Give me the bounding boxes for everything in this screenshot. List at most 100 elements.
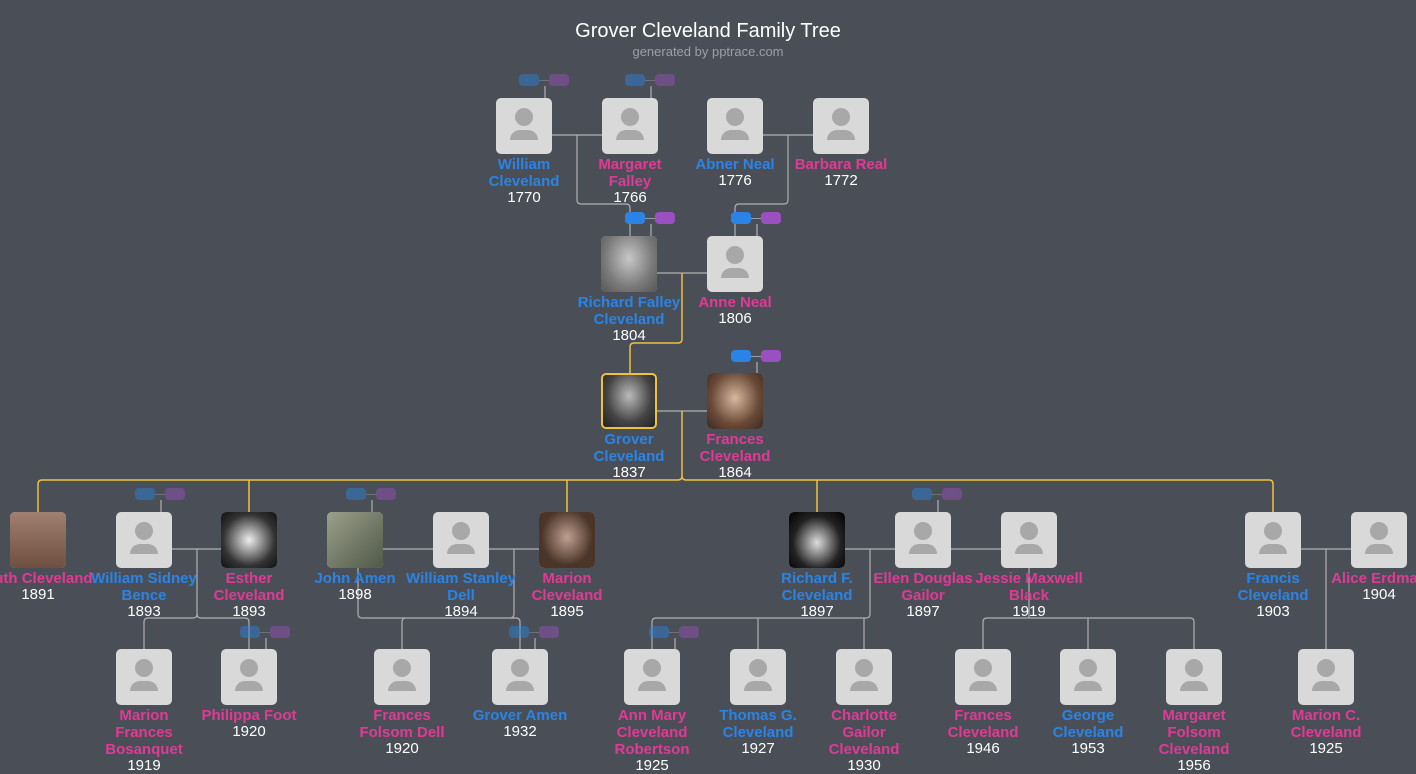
mother-badge-button[interactable] [655,74,675,86]
person-name[interactable]: Thomas G. Cleveland [719,707,797,741]
father-badge-button[interactable] [346,488,366,500]
mother-badge-button[interactable] [539,626,559,638]
person-name[interactable]: Frances Folsom Dell [359,707,445,741]
father-badge-button[interactable] [625,74,645,86]
father-badge-button[interactable] [731,212,751,224]
person-name[interactable]: Ann Mary Cleveland Robertson [614,707,690,758]
person-name[interactable]: Philippa Foot [201,707,297,724]
person-name[interactable]: John Amen [314,570,396,587]
avatar-placeholder-icon[interactable] [955,649,1011,705]
expand-parents-badges[interactable] [912,488,964,500]
avatar-placeholder-icon[interactable] [813,98,869,154]
avatar-placeholder-icon[interactable] [374,649,430,705]
mother-badge-button[interactable] [165,488,185,500]
person-name[interactable]: Frances Cleveland [947,707,1019,741]
expand-parents-badges[interactable] [240,626,292,638]
person-name[interactable]: Jessie Maxwell Black [975,570,1083,604]
avatar-placeholder-icon[interactable] [116,649,172,705]
avatar-placeholder-icon[interactable] [1298,649,1354,705]
person-name[interactable]: Anne Neal [698,294,772,311]
avatar-placeholder-icon[interactable] [1166,649,1222,705]
avatar-placeholder-icon[interactable] [707,236,763,292]
expand-parents-badges[interactable] [625,74,677,86]
person-name[interactable]: William Sidney Bence [91,570,197,604]
expand-parents-badges[interactable] [346,488,398,500]
person-name[interactable]: Esther Cleveland [213,570,285,604]
father-badge-button[interactable] [731,350,751,362]
avatar-placeholder-icon[interactable] [1245,512,1301,568]
person-name[interactable]: Grover Amen [472,707,568,724]
expand-parents-badges[interactable] [731,212,783,224]
person-name[interactable]: Abner Neal [695,156,775,173]
person-name[interactable]: Marion Frances Bosanquet [105,707,183,758]
avatar-placeholder-icon[interactable] [116,512,172,568]
expand-parents-badges[interactable] [625,212,677,224]
person-name[interactable]: Richard F. Cleveland [781,570,853,604]
person-photo[interactable] [789,512,845,568]
father-badge-button[interactable] [240,626,260,638]
father-badge-button[interactable] [519,74,539,86]
avatar-placeholder-icon[interactable] [895,512,951,568]
mother-badge-button[interactable] [549,74,569,86]
father-badge-button[interactable] [625,212,645,224]
mother-badge-button[interactable] [679,626,699,638]
avatar-placeholder-icon[interactable] [496,98,552,154]
avatar-placeholder-icon[interactable] [1351,512,1407,568]
avatar-placeholder-icon[interactable] [1060,649,1116,705]
avatar-placeholder-icon[interactable] [492,649,548,705]
avatar-placeholder-icon[interactable] [730,649,786,705]
person-photo[interactable] [601,373,657,429]
person-name[interactable]: Ellen Douglas Gailor [873,570,973,604]
mother-badge-button[interactable] [376,488,396,500]
person-name[interactable]: Ruth Cleveland [0,570,93,587]
mother-badge-button[interactable] [942,488,962,500]
avatar-placeholder-icon[interactable] [707,98,763,154]
person-name[interactable]: Charlotte Gailor Cleveland [828,707,900,758]
person-name[interactable]: George Cleveland [1052,707,1124,741]
father-badge-button[interactable] [135,488,155,500]
mother-badge-button[interactable] [270,626,290,638]
person-name[interactable]: Margaret Folsom Cleveland [1158,707,1230,758]
person-name[interactable]: Barbara Real [794,156,888,173]
person-photo[interactable] [601,236,657,292]
mother-badge-button[interactable] [655,212,675,224]
person-photo[interactable] [327,512,383,568]
person-photo[interactable] [707,373,763,429]
mother-badge-button[interactable] [761,350,781,362]
father-badge-button[interactable] [509,626,529,638]
avatar-placeholder-icon[interactable] [836,649,892,705]
expand-parents-badges[interactable] [519,74,571,86]
person-name[interactable]: William Stanley Dell [406,570,516,604]
person-name[interactable]: Francis Cleveland [1237,570,1309,604]
father-badge-button[interactable] [649,626,669,638]
person-name[interactable]: Richard Falley Cleveland [577,294,681,328]
avatar-placeholder-icon[interactable] [602,98,658,154]
person-name[interactable]: William Cleveland [488,156,560,190]
person-name[interactable]: Grover Cleveland [593,431,665,465]
expand-parents-badges[interactable] [509,626,561,638]
avatar-placeholder-icon[interactable] [1001,512,1057,568]
person-node[interactable]: Alice Erdman1904 [1324,512,1416,603]
expand-parents-badges[interactable] [649,626,701,638]
